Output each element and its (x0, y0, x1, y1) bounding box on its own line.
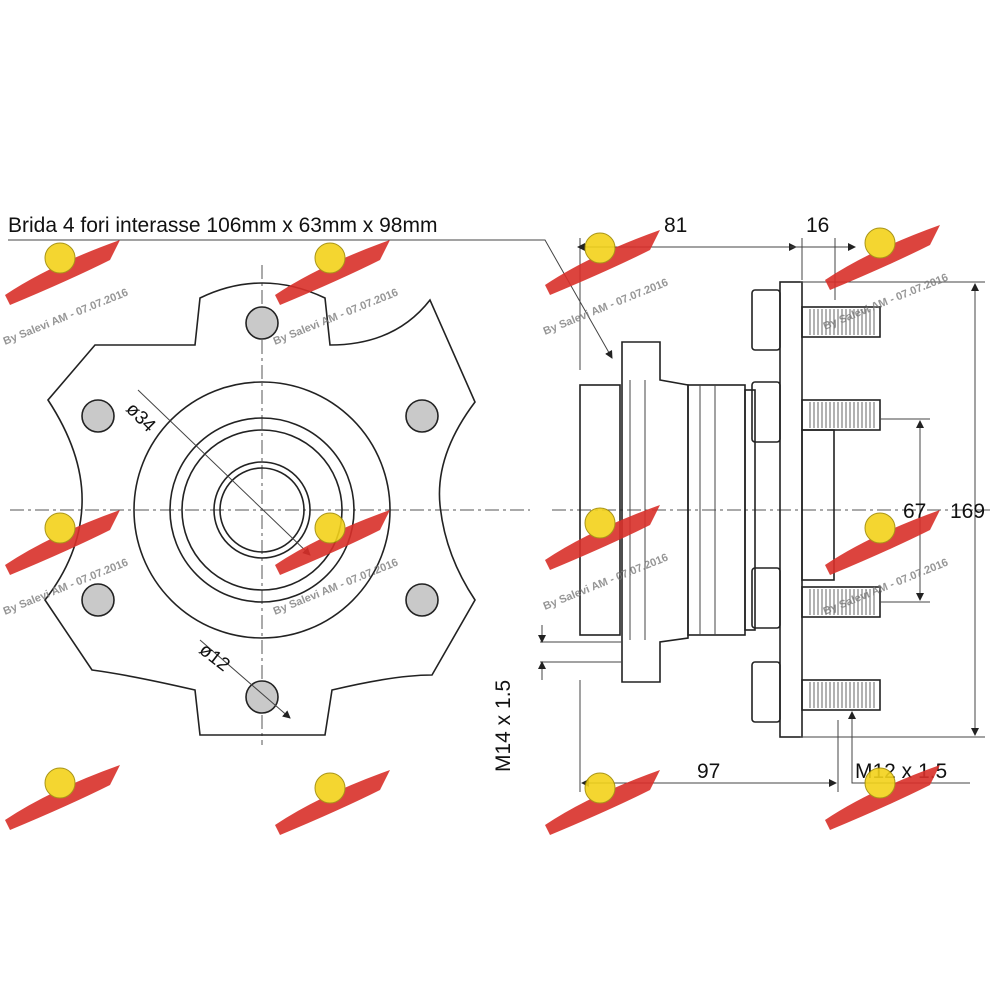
watermark-logo: By Salevi AM - 07.07.2016 (2, 240, 130, 348)
watermark-logo: By Salevi AM - 07.07.2016 (542, 230, 670, 338)
bolt-hole-top (245, 306, 279, 340)
hub-inner-ring (181, 429, 343, 591)
hole-dimension-leader (199, 639, 291, 719)
bolt-hole-bottom (245, 680, 279, 714)
bolt-hole-lower-right (405, 583, 439, 617)
watermark-badge (584, 772, 616, 804)
watermark-logo: By Salevi AM - 07.07.2016 (822, 225, 950, 333)
flange-description-title: Brida 4 fori interasse 106mm x 63mm x 98… (8, 214, 437, 237)
watermark-badge (44, 242, 76, 274)
hub-stub (744, 389, 756, 631)
watermark-logo (5, 765, 120, 830)
stud-head-3 (751, 567, 781, 629)
bore-dimension-leader (137, 389, 311, 556)
pilot-boss (801, 429, 835, 581)
spline-outer (213, 461, 311, 559)
spline-inner (219, 467, 305, 553)
watermark-badge (314, 512, 346, 544)
stud-4 (801, 679, 881, 711)
stud-2 (801, 399, 881, 431)
watermark-badge (584, 507, 616, 539)
watermark-logo: By Salevi AM - 07.07.2016 (272, 240, 400, 348)
watermark-logo (825, 765, 940, 830)
stud-threads (809, 309, 875, 708)
bolt-hole-lower-left (81, 583, 115, 617)
watermark-badge (44, 512, 76, 544)
watermark-logo (545, 770, 660, 835)
hole-diameter-label: ø12 (195, 639, 234, 676)
watermark-layer: By Salevi AM - 07.07.2016 By Salevi AM - … (2, 225, 950, 835)
title-leader (8, 239, 613, 359)
side-view: 81 16 67 169 97 M14 x 1.5 M12 x 1.5 (492, 214, 990, 792)
dim-97-label: 97 (697, 760, 720, 783)
watermark-badge (864, 227, 896, 259)
stud-head-4 (751, 661, 781, 723)
watermark-badge (314, 242, 346, 274)
bolt-hole-upper-left (81, 399, 115, 433)
watermark-badge (864, 767, 896, 799)
watermark-badge (584, 232, 616, 264)
stud-1 (801, 306, 881, 338)
bolt-hole-upper-right (405, 399, 439, 433)
watermark-badge (44, 767, 76, 799)
thread-m14-label: M14 x 1.5 (492, 680, 515, 772)
flange-plate (621, 341, 689, 683)
watermark-badge (864, 512, 896, 544)
dim-169-label: 169 (950, 500, 985, 523)
watermark-logo: By Salevi AM - 07.07.2016 (542, 505, 670, 613)
hub-body-left (579, 384, 621, 636)
watermark-logo (275, 770, 390, 835)
stud-head-1 (751, 289, 781, 351)
bore-diameter-label: ø34 (121, 399, 159, 437)
hub-middle-ring (169, 417, 355, 603)
dim-81-label: 81 (664, 214, 687, 237)
watermark-badge (314, 772, 346, 804)
flange-outline (44, 282, 476, 736)
front-view: ø34 ø12 (10, 265, 530, 745)
stud-head-2 (751, 381, 781, 443)
dim-16-label: 16 (806, 214, 829, 237)
